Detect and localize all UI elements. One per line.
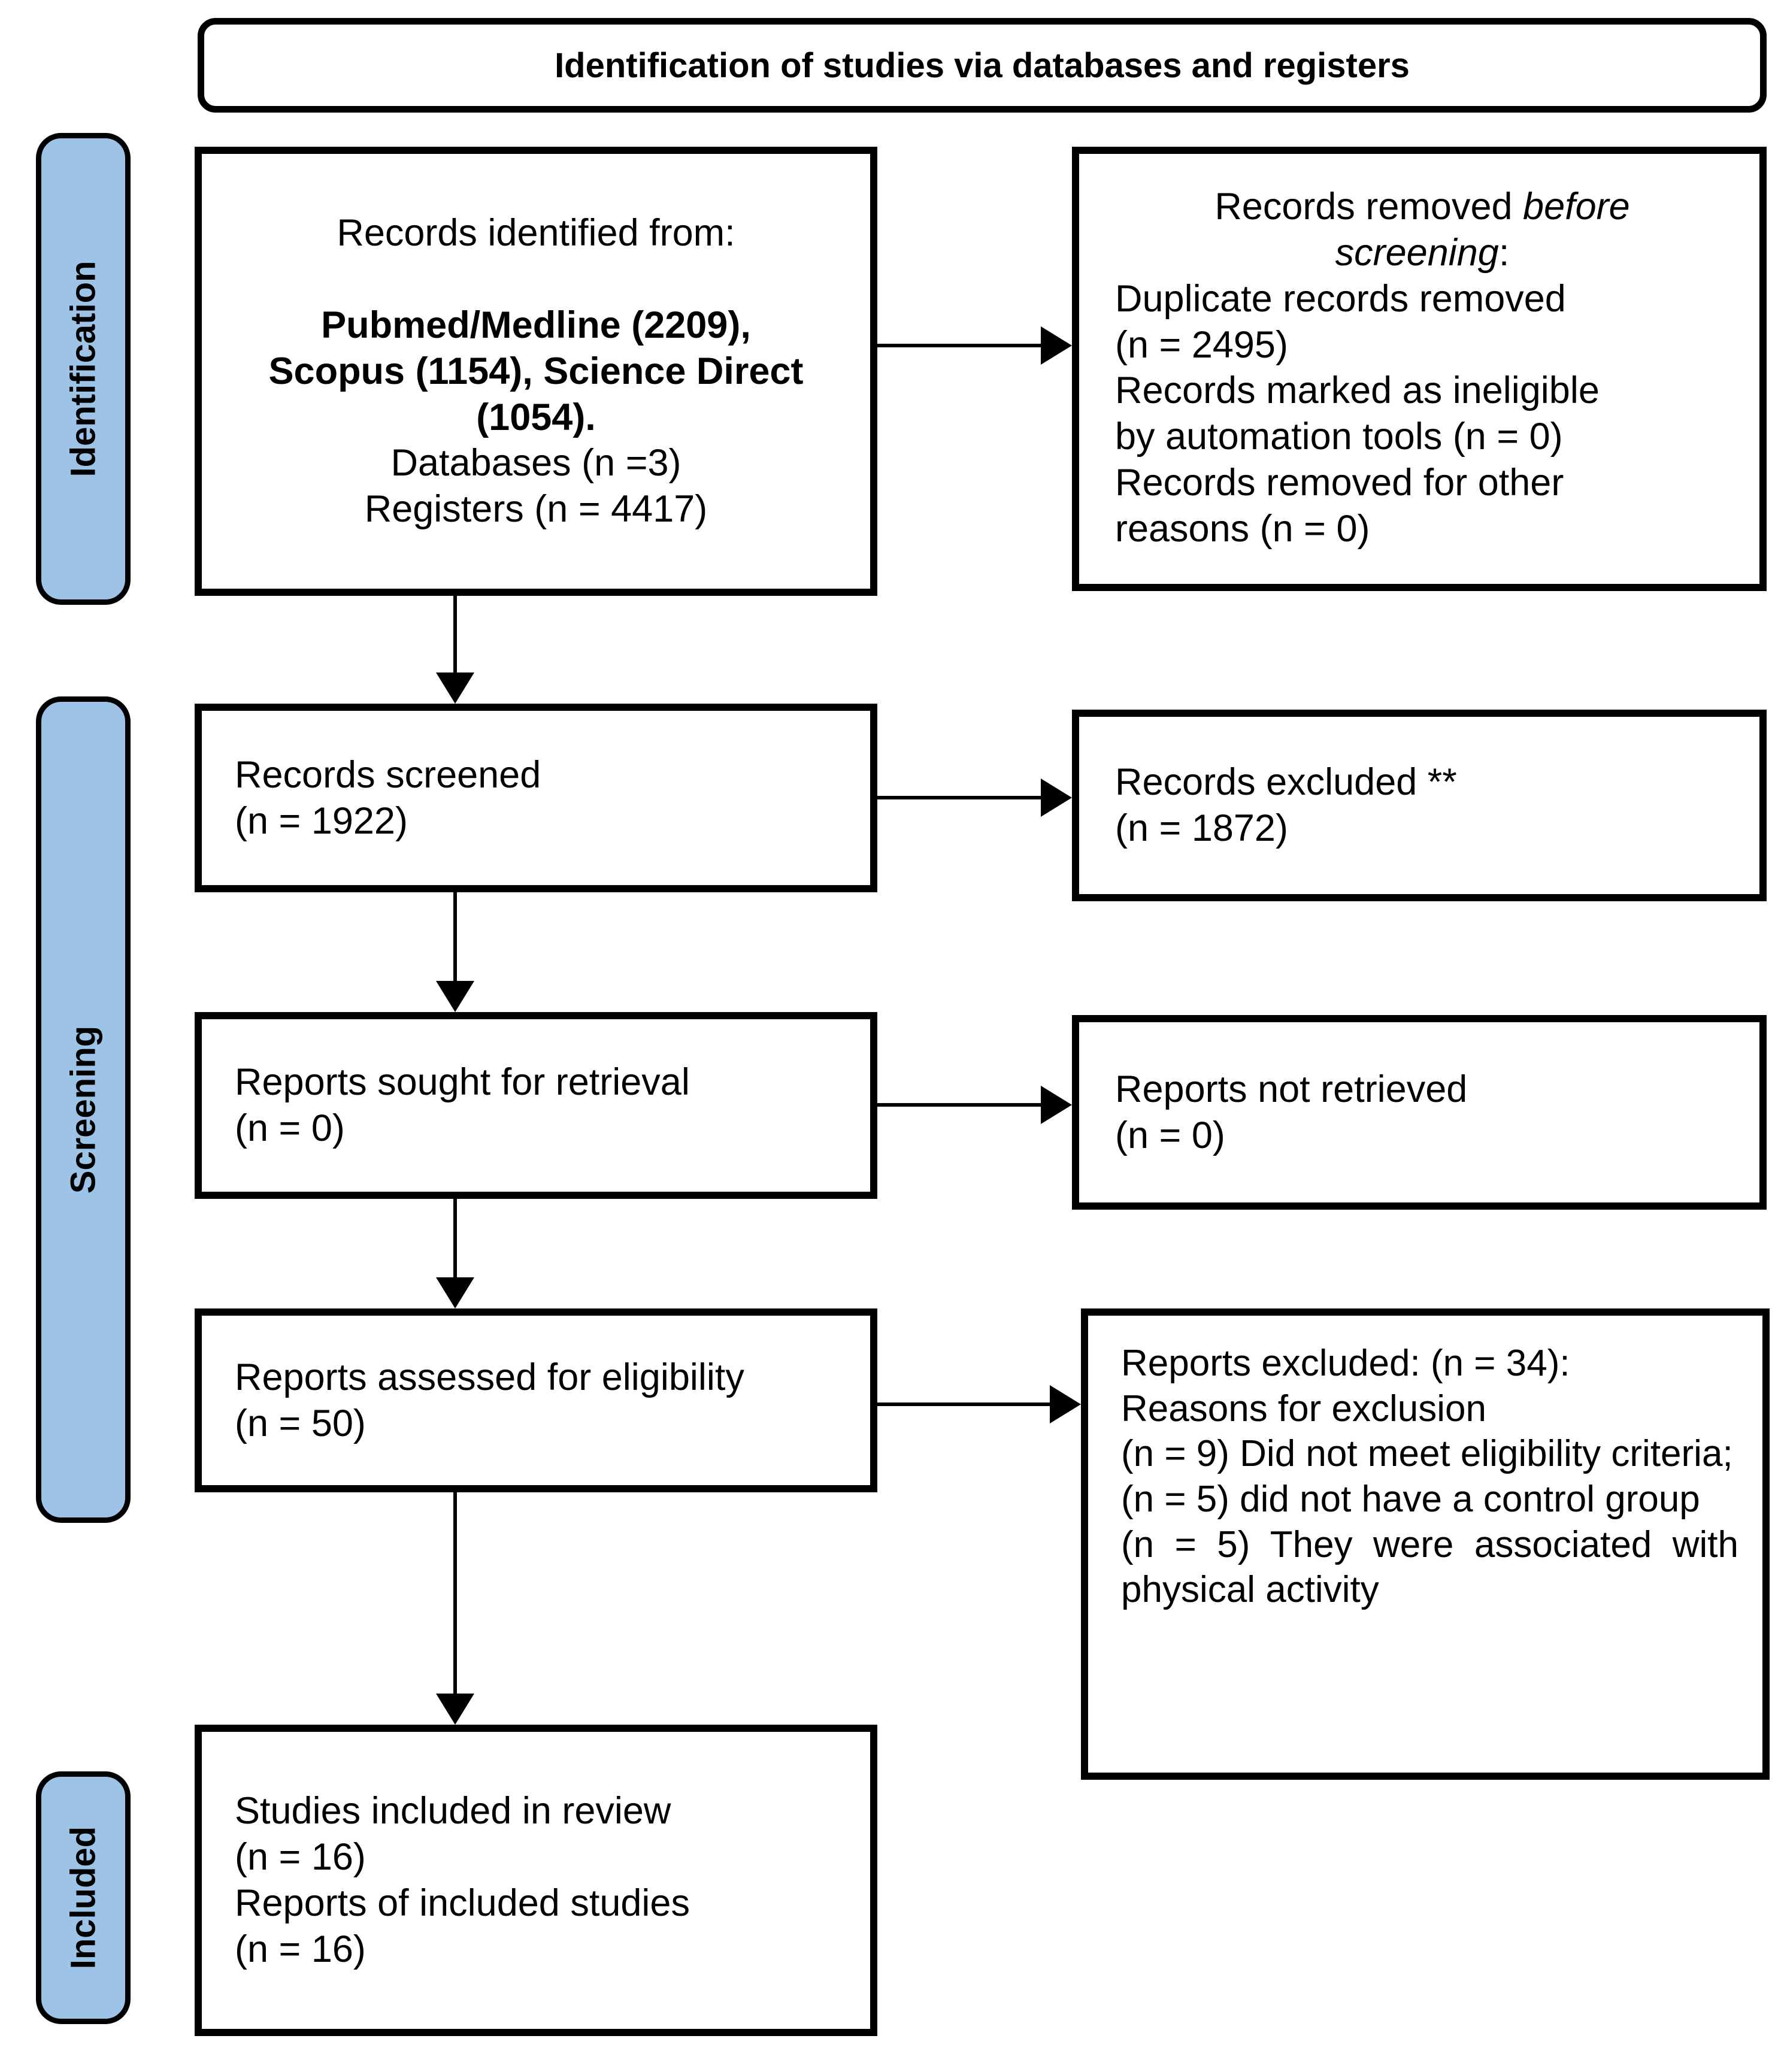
- phase-included-label: Included: [63, 1826, 103, 1970]
- arrow-head-icon: [436, 1694, 474, 1725]
- records-screened-label: Records screened: [235, 753, 541, 796]
- records-excluded-count: (n = 1872): [1115, 807, 1288, 849]
- box-reports-not-retrieved: Reports not retrieved (n = 0): [1072, 1015, 1767, 1210]
- diagram-title: Identification of studies via databases …: [198, 18, 1767, 113]
- phase-included-band: Included: [36, 1771, 131, 2024]
- arrow-head-icon: [1041, 326, 1072, 365]
- records-excluded-label: Records excluded **: [1115, 761, 1457, 804]
- records-identified-registers: Registers (n = 4417): [364, 488, 708, 531]
- arrow-line: [453, 1199, 457, 1280]
- arrow-line: [877, 344, 1045, 347]
- arrow-line: [453, 892, 457, 983]
- arrow-line: [877, 796, 1045, 799]
- reports-not-retrieved-count: (n = 0): [1115, 1114, 1225, 1156]
- studies-included-label: Studies included in review: [235, 1790, 671, 1832]
- arrow-head-icon: [436, 673, 474, 704]
- records-removed-item-other: Records removed for other reasons (n = 0…: [1115, 462, 1564, 550]
- spacer: [226, 256, 846, 302]
- phase-identification-label: Identification: [63, 260, 103, 477]
- box-reports-sought: Reports sought for retrieval (n = 0): [195, 1012, 877, 1199]
- reports-excluded-reason-control: (n = 5) did not have a control group: [1121, 1478, 1700, 1520]
- box-records-screened: Records screened (n = 1922): [195, 704, 877, 892]
- phase-screening-band: Screening: [36, 696, 131, 1523]
- records-removed-item-automation: Records marked as ineligible by automati…: [1115, 369, 1600, 458]
- reports-excluded-reason-eligibility: (n = 9) Did not meet eligibility criteri…: [1121, 1433, 1733, 1475]
- arrow-head-icon: [436, 1277, 474, 1308]
- reports-included-count: (n = 16): [235, 1928, 366, 1970]
- reports-not-retrieved-label: Reports not retrieved: [1115, 1068, 1468, 1110]
- reports-excluded-reasons-label: Reasons for exclusion: [1121, 1388, 1486, 1429]
- records-removed-heading-suffix: :: [1498, 231, 1510, 274]
- studies-included-count: (n = 16): [235, 1836, 366, 1879]
- box-records-identified: Records identified from: Pubmed/Medline …: [195, 147, 877, 596]
- records-identified-intro: Records identified from:: [337, 211, 735, 254]
- reports-assessed-count: (n = 50): [235, 1402, 366, 1444]
- records-identified-databases: Databases (n =3): [390, 442, 681, 484]
- reports-sought-count: (n = 0): [235, 1107, 345, 1149]
- reports-excluded-reason-activity: (n = 5) They were associated with physic…: [1121, 1523, 1738, 1611]
- records-removed-item-duplicates: Duplicate records removed (n = 2495): [1115, 277, 1566, 366]
- arrow-line: [877, 1103, 1045, 1107]
- records-removed-heading: Records removed before screening:: [1115, 184, 1729, 276]
- arrow-line: [453, 1492, 457, 1696]
- records-removed-heading-prefix: Records removed: [1214, 186, 1523, 228]
- box-studies-included: Studies included in review (n = 16) Repo…: [195, 1725, 877, 2036]
- records-screened-count: (n = 1922): [235, 799, 408, 842]
- reports-assessed-label: Reports assessed for eligibility: [235, 1356, 744, 1398]
- arrow-head-icon: [1041, 778, 1072, 817]
- box-records-removed: Records removed before screening: Duplic…: [1072, 147, 1767, 591]
- arrow-line: [453, 596, 457, 675]
- phase-screening-label: Screening: [63, 1025, 103, 1194]
- arrow-line: [877, 1402, 1054, 1406]
- reports-sought-label: Reports sought for retrieval: [235, 1061, 690, 1104]
- records-removed-heading-italic: before screening: [1335, 186, 1630, 274]
- reports-included-label: Reports of included studies: [235, 1882, 690, 1924]
- box-records-excluded: Records excluded ** (n = 1872): [1072, 710, 1767, 901]
- records-identified-sources: Pubmed/Medline (2209), Scopus (1154), Sc…: [268, 304, 804, 438]
- phase-identification-band: Identification: [36, 133, 131, 605]
- arrow-head-icon: [1050, 1385, 1081, 1423]
- arrow-head-icon: [436, 981, 474, 1012]
- reports-excluded-heading: Reports excluded: (n = 34):: [1121, 1343, 1570, 1384]
- box-reports-excluded: Reports excluded: (n = 34): Reasons for …: [1081, 1308, 1770, 1780]
- arrow-head-icon: [1041, 1086, 1072, 1124]
- box-reports-assessed: Reports assessed for eligibility (n = 50…: [195, 1308, 877, 1492]
